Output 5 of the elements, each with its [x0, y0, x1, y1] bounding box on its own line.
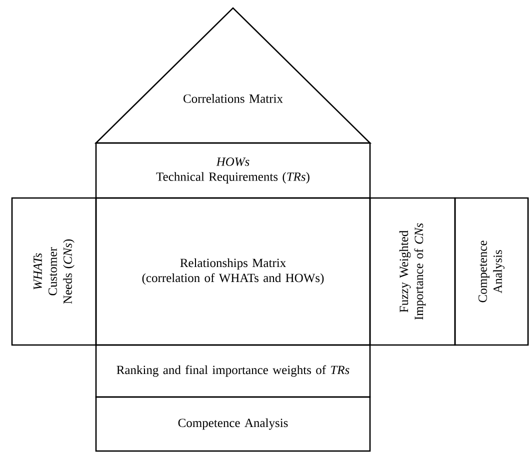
matrix-box: Relationships Matrix (correlation of WHATs and HOWs)	[95, 197, 371, 346]
footer-box: Ranking and final importance weights of TRs	[95, 344, 371, 398]
footer-box: Competence Analysis	[95, 396, 371, 452]
header-box: HOWs Technical Requirements (TRs)	[95, 142, 371, 199]
side-box: Competence Analysis	[454, 197, 529, 346]
